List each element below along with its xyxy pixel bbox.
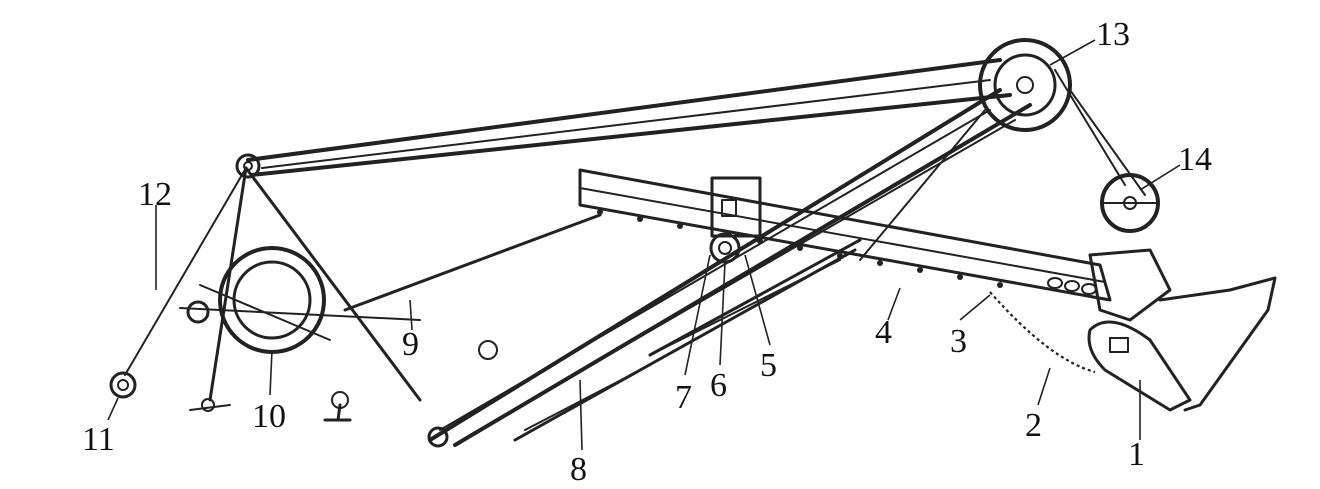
crank-handle bbox=[323, 391, 352, 422]
label-3: 3 bbox=[950, 323, 967, 360]
label-4: 4 bbox=[875, 314, 892, 351]
pulley-13 bbox=[978, 38, 1072, 132]
foot-stud bbox=[189, 398, 231, 412]
label-14: 14 bbox=[1178, 141, 1212, 178]
beam-slots bbox=[1047, 277, 1097, 295]
label-5: 5 bbox=[760, 347, 777, 384]
guide-rails bbox=[513, 238, 862, 442]
label-11: 11 bbox=[82, 421, 115, 458]
boom-arm bbox=[428, 69, 1146, 447]
top-frame bbox=[124, 58, 1012, 402]
beam-teeth bbox=[597, 209, 1003, 288]
label-8: 8 bbox=[570, 451, 587, 488]
label-6: 6 bbox=[710, 367, 727, 404]
label-12: 12 bbox=[138, 176, 172, 213]
right-housing bbox=[1087, 248, 1277, 412]
drive-chain-2 bbox=[989, 291, 1096, 374]
side-crank bbox=[478, 340, 498, 360]
label-2: 2 bbox=[1025, 407, 1042, 444]
label-10: 10 bbox=[252, 398, 286, 435]
bottom-left-node bbox=[427, 426, 449, 448]
rod-9 bbox=[343, 213, 602, 312]
label-1: 1 bbox=[1128, 436, 1145, 473]
label-13: 13 bbox=[1096, 16, 1130, 53]
label-7: 7 bbox=[675, 379, 692, 416]
cutter-beam bbox=[578, 168, 1112, 302]
apex-pulley bbox=[235, 153, 261, 179]
pulley-11 bbox=[109, 371, 137, 399]
part-labels: 1 2 3 4 5 6 7 8 9 10 11 12 13 14 bbox=[82, 16, 1212, 488]
label-9: 9 bbox=[402, 326, 419, 363]
leader-lines bbox=[107, 39, 1181, 451]
pulley-14 bbox=[1100, 173, 1160, 233]
center-clamp bbox=[709, 176, 762, 264]
pulley-10 bbox=[179, 246, 421, 354]
